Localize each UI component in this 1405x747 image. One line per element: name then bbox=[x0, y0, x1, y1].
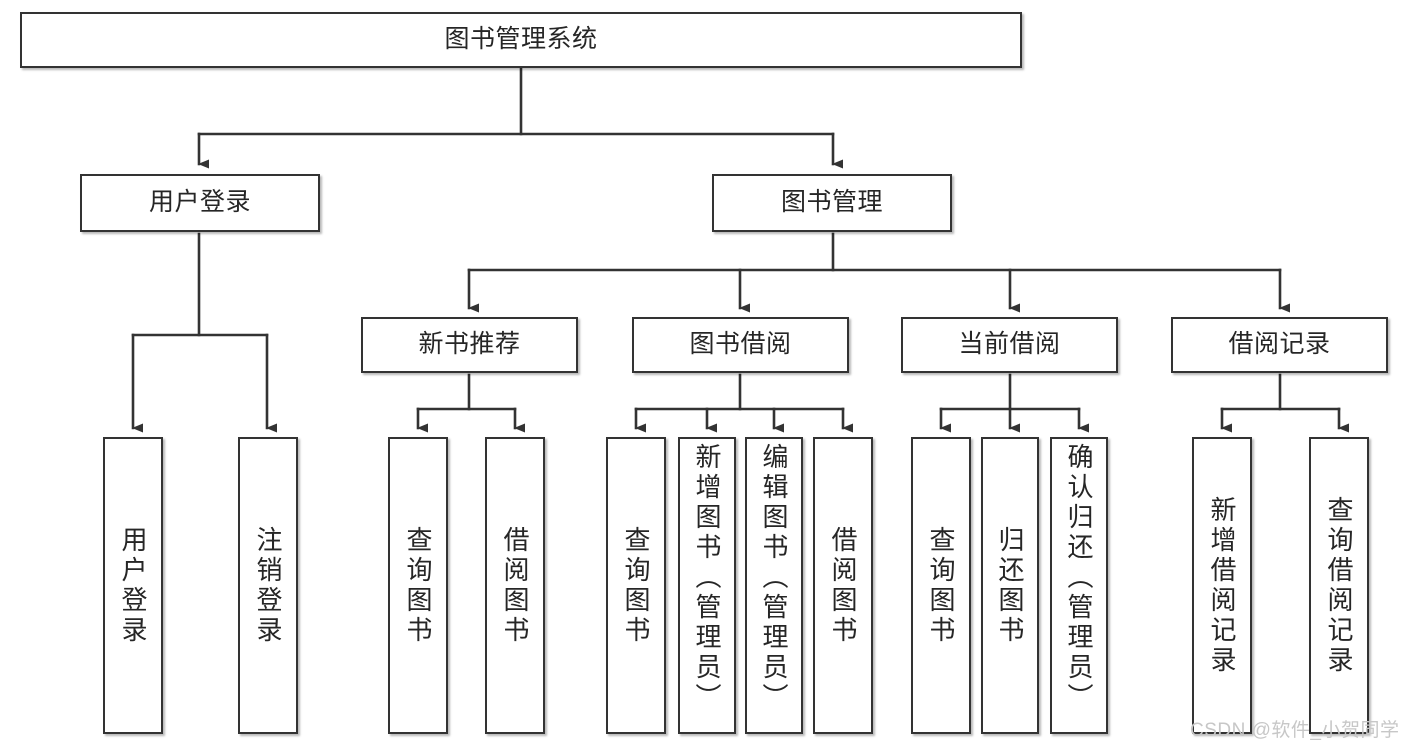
node-leaf-add-book-label: 新增图书（管理员） bbox=[692, 443, 722, 713]
node-leaf-borrow-book-1-label: 借阅图书 bbox=[500, 525, 530, 646]
node-leaf-return-book-label: 归还图书 bbox=[995, 525, 1025, 646]
node-leaf-add-book[interactable]: 新增图书（管理员） bbox=[678, 437, 736, 734]
node-leaf-user-login-label: 用户登录 bbox=[118, 525, 148, 646]
node-borrow-record[interactable]: 借阅记录 bbox=[1171, 317, 1388, 373]
node-book-manage-label: 图书管理 bbox=[780, 188, 883, 217]
node-leaf-edit-book[interactable]: 编辑图书（管理员） bbox=[745, 437, 803, 734]
node-leaf-confirm-return[interactable]: 确认归还（管理员） bbox=[1050, 437, 1108, 734]
node-borrow-record-label: 借阅记录 bbox=[1228, 330, 1331, 359]
node-root[interactable]: 图书管理系统 bbox=[20, 12, 1022, 68]
node-book-borrow[interactable]: 图书借阅 bbox=[632, 317, 849, 373]
node-leaf-query-record[interactable]: 查询借阅记录 bbox=[1309, 437, 1369, 734]
node-leaf-confirm-return-label: 确认归还（管理员） bbox=[1064, 443, 1094, 713]
node-current-borrow[interactable]: 当前借阅 bbox=[901, 317, 1118, 373]
node-leaf-query-record-label: 查询借阅记录 bbox=[1324, 495, 1354, 676]
csdn-watermark: CSDN @软件_小贺同学 bbox=[1190, 720, 1400, 741]
node-leaf-logout-login[interactable]: 注销登录 bbox=[238, 437, 298, 734]
node-root-label: 图书管理系统 bbox=[444, 25, 598, 54]
node-book-manage[interactable]: 图书管理 bbox=[712, 174, 952, 232]
node-leaf-borrow-book-2-label: 借阅图书 bbox=[828, 525, 858, 646]
node-current-borrow-label: 当前借阅 bbox=[958, 330, 1061, 359]
node-new-book-recommend[interactable]: 新书推荐 bbox=[361, 317, 578, 373]
node-leaf-add-record-label: 新增借阅记录 bbox=[1207, 495, 1237, 676]
node-leaf-query-book-1-label: 查询图书 bbox=[403, 525, 433, 646]
node-leaf-logout-login-label: 注销登录 bbox=[253, 525, 283, 646]
node-leaf-user-login[interactable]: 用户登录 bbox=[103, 437, 163, 734]
node-new-book-recommend-label: 新书推荐 bbox=[418, 330, 521, 359]
node-leaf-query-book-2-label: 查询图书 bbox=[621, 525, 651, 646]
node-user-login[interactable]: 用户登录 bbox=[80, 174, 320, 232]
node-leaf-borrow-book-2[interactable]: 借阅图书 bbox=[813, 437, 873, 734]
node-leaf-edit-book-label: 编辑图书（管理员） bbox=[759, 443, 789, 713]
node-leaf-return-book[interactable]: 归还图书 bbox=[981, 437, 1039, 734]
node-leaf-borrow-book-1[interactable]: 借阅图书 bbox=[485, 437, 545, 734]
node-user-login-label: 用户登录 bbox=[148, 188, 251, 217]
node-book-borrow-label: 图书借阅 bbox=[689, 330, 792, 359]
node-leaf-query-book-3[interactable]: 查询图书 bbox=[911, 437, 971, 734]
node-leaf-add-record[interactable]: 新增借阅记录 bbox=[1192, 437, 1252, 734]
node-leaf-query-book-3-label: 查询图书 bbox=[926, 525, 956, 646]
node-leaf-query-book-2[interactable]: 查询图书 bbox=[606, 437, 666, 734]
node-leaf-query-book-1[interactable]: 查询图书 bbox=[388, 437, 448, 734]
